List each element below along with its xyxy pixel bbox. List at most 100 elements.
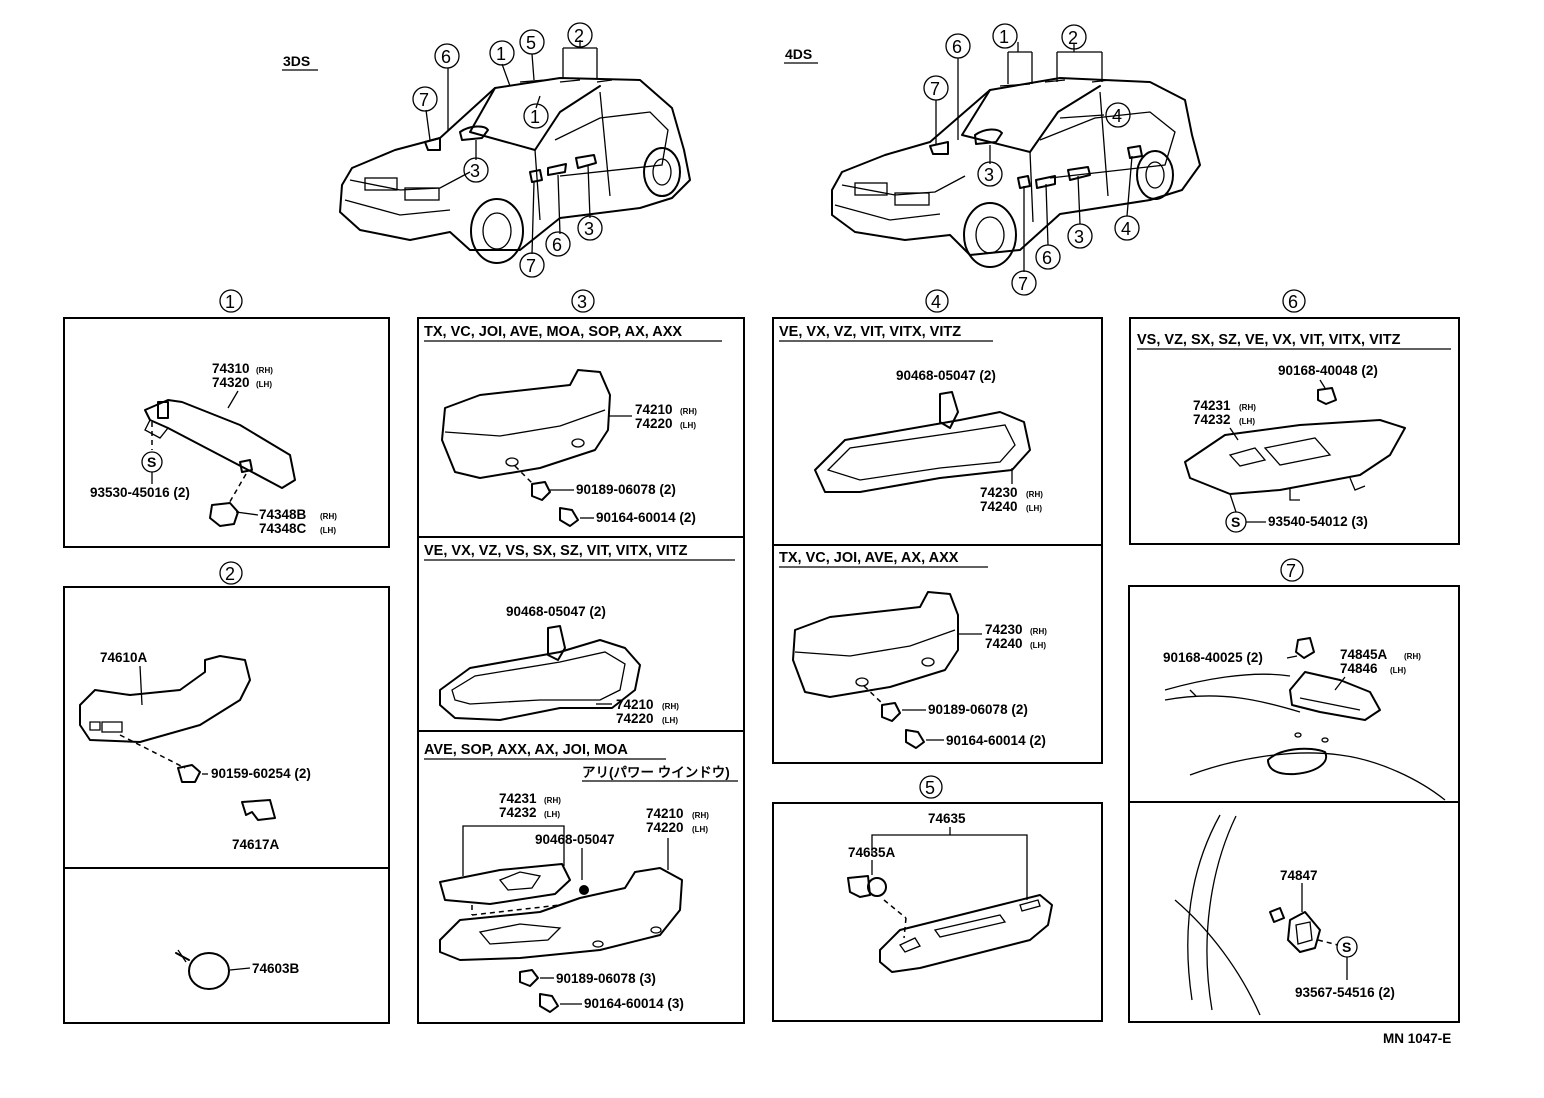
s-mark-symbol: S <box>147 454 156 470</box>
car-label-4ds: 4DS <box>785 46 812 62</box>
callout-2: 2 <box>574 26 584 46</box>
section-7-number: 7 <box>1286 561 1296 581</box>
section-1-number: 1 <box>225 292 235 312</box>
callout-3: 3 <box>470 161 480 181</box>
callout-4: 4 <box>1121 219 1131 239</box>
section-2-number: 2 <box>225 564 235 584</box>
part-90468-05047: 90468-05047 (2) <box>896 368 996 383</box>
svg-text:(LH): (LH) <box>256 380 272 389</box>
section-5-number: 5 <box>925 778 935 798</box>
panel-6-title: VS, VZ, SX, SZ, VE, VX, VIT, VITX, VITZ <box>1137 332 1401 348</box>
panel-3-armrest: TX, VC, JOI, AVE, MOA, SOP, AX, AXX 7421… <box>417 317 745 1024</box>
section-6-number: 6 <box>1288 292 1298 312</box>
power-window-note: アリ(パワー ウインドウ) <box>582 765 730 780</box>
callout-3: 3 <box>984 165 994 185</box>
callout-1: 1 <box>999 27 1009 47</box>
part-74231: 74231 <box>499 791 537 806</box>
callout-7: 7 <box>526 256 536 276</box>
part-74846: 74846 <box>1340 661 1378 676</box>
panel-3b-title: VE, VX, VZ, VS, SX, SZ, VIT, VITX, VITZ <box>424 543 688 559</box>
svg-text:(RH): (RH) <box>1404 652 1421 661</box>
callout-4: 4 <box>1112 106 1122 126</box>
svg-text:(RH): (RH) <box>320 512 337 521</box>
part-74231: 74231 <box>1193 398 1231 413</box>
panel-4-door-pull: VE, VX, VZ, VIT, VITX, VITZ 90468-05047 … <box>772 317 1103 764</box>
car-3ds-callouts <box>425 40 598 255</box>
part-74210: 74210 <box>635 402 673 417</box>
part-90164-60014: 90164-60014 (2) <box>596 510 696 525</box>
callout-circles-4ds: 7 6 1 2 4 3 6 3 7 4 <box>923 23 1140 296</box>
part-74310: 74310 <box>212 361 250 376</box>
car-4ds: 4DS <box>784 23 1201 296</box>
part-74635A: 74635A <box>848 845 896 860</box>
panel-3c-title: AVE, SOP, AXX, AX, JOI, MOA <box>424 742 628 758</box>
part-74348B: 74348B <box>259 507 307 522</box>
s-mark-symbol: S <box>1231 514 1240 530</box>
section-4-number: 4 <box>931 292 941 312</box>
panel-6-window-switch-base: VS, VZ, SX, SZ, VE, VX, VIT, VITX, VITZ … <box>1129 317 1460 545</box>
part-93567-54516: 93567-54516 (2) <box>1295 985 1395 1000</box>
callout-6: 6 <box>552 235 562 255</box>
panel-2-assist-grip: 74610A 90159-60254 (2) 74617A 74603B <box>63 586 390 1024</box>
part-90164-60014: 90164-60014 (2) <box>946 733 1046 748</box>
callout-6: 6 <box>441 47 451 67</box>
car-4ds-callouts <box>935 42 1133 272</box>
svg-text:(LH): (LH) <box>544 810 560 819</box>
car-4ds-illustration <box>831 77 1201 268</box>
part-93530-45016: 93530-45016 (2) <box>90 485 190 500</box>
part-74240: 74240 <box>985 636 1023 651</box>
car-3ds: 3DS <box>282 22 691 278</box>
svg-text:(RH): (RH) <box>680 407 697 416</box>
part-74603B: 74603B <box>252 961 300 976</box>
part-74232: 74232 <box>1193 412 1231 427</box>
svg-text:(RH): (RH) <box>692 811 709 820</box>
svg-text:(RH): (RH) <box>1030 627 1047 636</box>
section-3-number: 3 <box>577 292 587 312</box>
svg-text:(LH): (LH) <box>692 825 708 834</box>
callout-7: 7 <box>1018 274 1028 294</box>
part-90468-05047: 90468-05047 <box>535 832 615 847</box>
part-90189-06078: 90189-06078 (3) <box>556 971 656 986</box>
part-74230: 74230 <box>980 485 1018 500</box>
part-74320: 74320 <box>212 375 250 390</box>
svg-text:(LH): (LH) <box>680 421 696 430</box>
svg-text:(RH): (RH) <box>256 366 273 375</box>
diagram-code: MN 1047-E <box>1383 1031 1451 1046</box>
svg-text:(RH): (RH) <box>1026 490 1043 499</box>
callout-3: 3 <box>1074 227 1084 247</box>
section-headers: 1 2 3 4 5 6 7 <box>219 289 1306 799</box>
part-74232: 74232 <box>499 805 537 820</box>
svg-text:(LH): (LH) <box>1026 504 1042 513</box>
panel-5-overhead-grip: 74635 74635A <box>772 802 1103 1022</box>
svg-text:(LH): (LH) <box>662 716 678 725</box>
part-74210: 74210 <box>616 697 654 712</box>
svg-text:(LH): (LH) <box>1030 641 1046 650</box>
callout-3: 3 <box>584 219 594 239</box>
part-74617A: 74617A <box>232 837 280 852</box>
part-90189-06078: 90189-06078 (2) <box>576 482 676 497</box>
svg-text:(RH): (RH) <box>662 702 679 711</box>
part-74220: 74220 <box>635 416 673 431</box>
callout-1: 1 <box>530 107 540 127</box>
part-90468-05047: 90468-05047 (2) <box>506 604 606 619</box>
part-74348C: 74348C <box>259 521 307 536</box>
part-93540-54012: 93540-54012 (3) <box>1268 514 1368 529</box>
callout-2: 2 <box>1068 28 1078 48</box>
part-74240: 74240 <box>980 499 1018 514</box>
part-90164-60014: 90164-60014 (3) <box>584 996 684 1011</box>
s-mark-symbol: S <box>1342 939 1351 955</box>
callout-5: 5 <box>526 33 536 53</box>
panel-4a-title: VE, VX, VZ, VIT, VITX, VITZ <box>779 324 961 340</box>
part-74635: 74635 <box>928 811 966 826</box>
panel-1-sun-visor: 74310 (RH) 74320 (LH) S 93530-45016 (2) … <box>63 317 390 548</box>
part-74230: 74230 <box>985 622 1023 637</box>
svg-text:(LH): (LH) <box>320 526 336 535</box>
svg-text:(LH): (LH) <box>1239 417 1255 426</box>
panel-4b-title: TX, VC, JOI, AVE, AX, AXX <box>779 550 959 566</box>
panel-3a-title: TX, VC, JOI, AVE, MOA, SOP, AX, AXX <box>424 324 682 340</box>
part-74610A: 74610A <box>100 650 148 665</box>
part-74210: 74210 <box>646 806 684 821</box>
callout-6: 6 <box>952 37 962 57</box>
svg-text:(RH): (RH) <box>1239 403 1256 412</box>
